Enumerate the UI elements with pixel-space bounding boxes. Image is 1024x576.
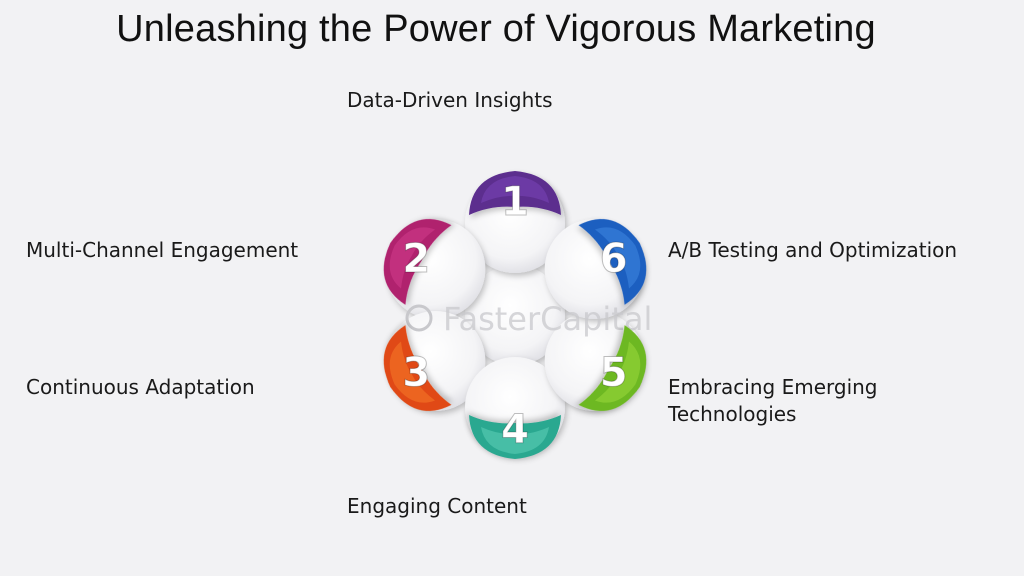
tab-number-1: 1	[501, 179, 529, 225]
tab-highlight-2	[389, 227, 436, 289]
tab-number-5: 5	[600, 350, 628, 396]
item-label-4: Engaging Content	[347, 494, 527, 518]
tab-highlight-5	[594, 341, 641, 403]
tab-highlight-3	[389, 341, 436, 403]
item-label-3: Continuous Adaptation	[26, 375, 255, 399]
flower-svg: FasterCapital 1 2 3 4 5 6	[383, 171, 652, 459]
number-tab-4	[469, 415, 561, 459]
number-tab-6	[578, 219, 647, 305]
tab-highlight-4	[481, 427, 549, 454]
tab-number-4: 4	[501, 407, 529, 453]
item-label-5: Embracing Emerging Technologies	[668, 375, 878, 426]
item-label-1: Data-Driven Insights	[347, 88, 553, 112]
number-tab-1	[469, 171, 561, 215]
page-title: Unleashing the Power of Vigorous Marketi…	[116, 8, 876, 50]
number-tab-5	[578, 325, 647, 411]
watermark-gear-icon	[405, 304, 433, 332]
tab-number-6: 6	[600, 236, 628, 282]
item-label-6: A/B Testing and Optimization	[668, 238, 958, 262]
item-label-2: Multi-Channel Engagement	[26, 238, 299, 262]
tab-number-2: 2	[402, 236, 430, 282]
center-disc	[465, 265, 565, 365]
watermark-text: FasterCapital	[443, 300, 652, 338]
number-tab-2	[383, 219, 452, 305]
number-tab-3	[383, 325, 452, 411]
tab-number-3: 3	[402, 350, 430, 396]
hexagon-flower-diagram: FasterCapital 1 2 3 4 5 6	[355, 155, 675, 495]
watermark: FasterCapital	[405, 300, 652, 338]
tab-highlight-1	[481, 176, 549, 203]
tab-highlight-6	[594, 227, 641, 289]
